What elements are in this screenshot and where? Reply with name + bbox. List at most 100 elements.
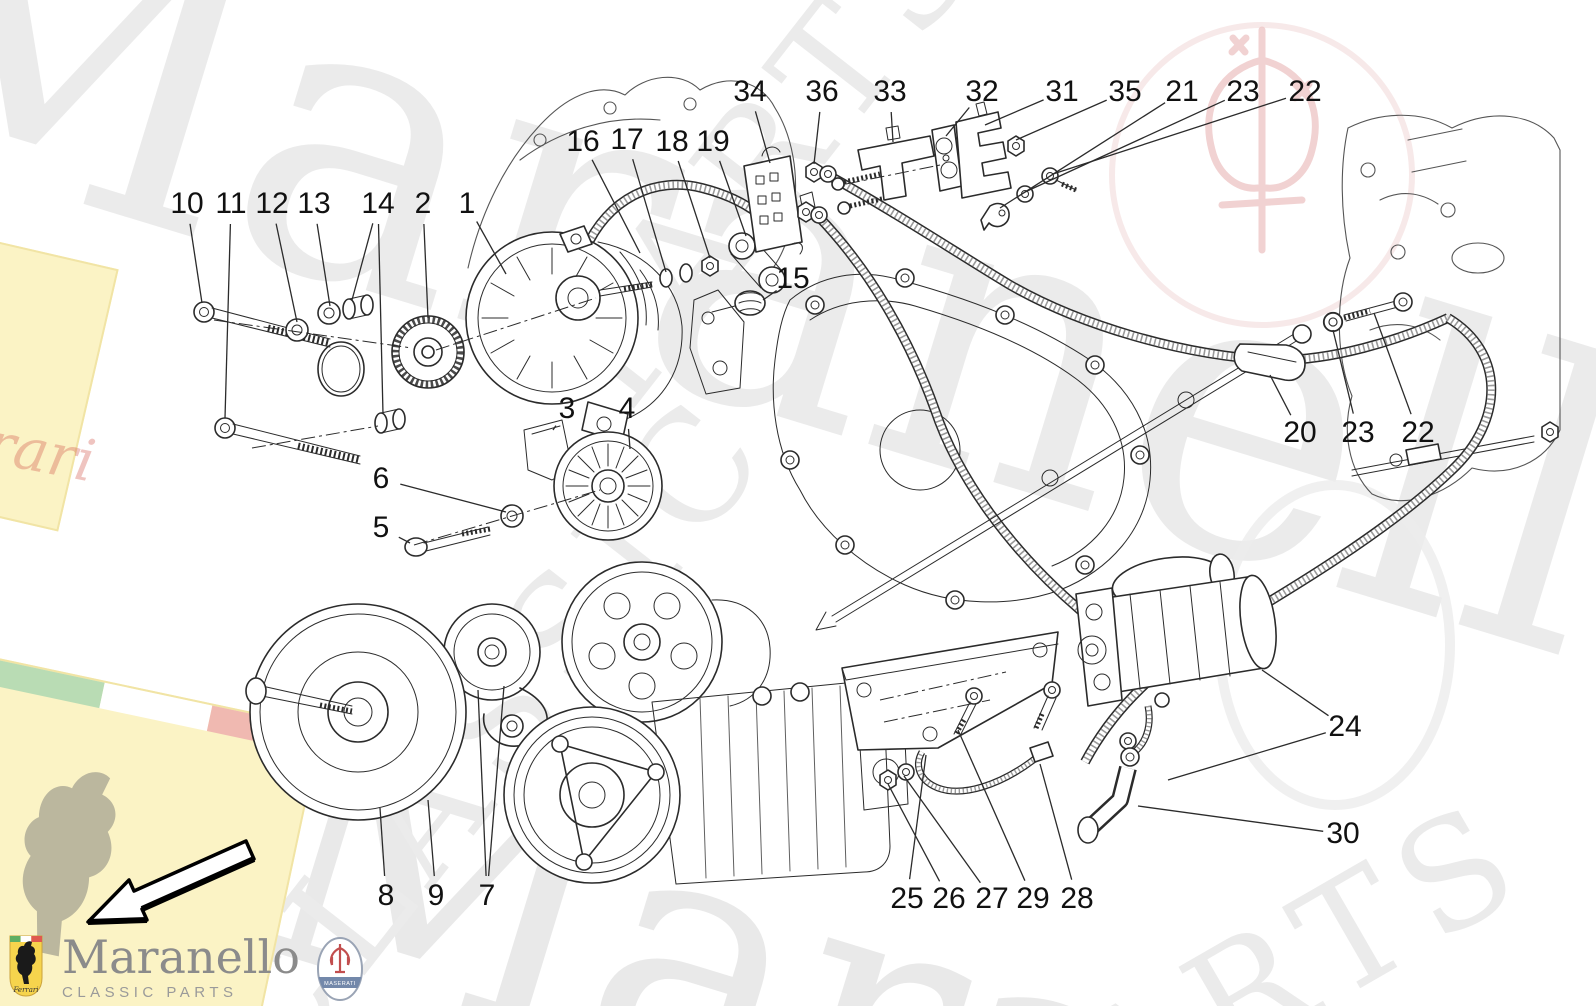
callout-25[interactable]: 25 bbox=[890, 882, 924, 915]
bracket-33 bbox=[831, 125, 935, 215]
leader-line-1 bbox=[476, 221, 507, 275]
callout-18[interactable]: 18 bbox=[655, 125, 689, 158]
callout-23[interactable]: 23 bbox=[1341, 416, 1375, 449]
leader-line-27 bbox=[903, 775, 981, 884]
spacer-14a bbox=[342, 294, 374, 320]
dipstick-rod bbox=[815, 324, 1312, 631]
ac-compressor bbox=[503, 677, 909, 885]
leader-line-34 bbox=[754, 111, 771, 164]
callout-27[interactable]: 27 bbox=[975, 882, 1009, 915]
grommet-15 bbox=[711, 290, 766, 316]
leader-line-11 bbox=[224, 223, 232, 419]
leader-line-16 bbox=[591, 159, 641, 254]
leader-line-7 bbox=[487, 685, 505, 877]
leader-line-21 bbox=[999, 102, 1166, 209]
spacer-14b bbox=[374, 408, 406, 434]
callout-22[interactable]: 22 bbox=[1288, 75, 1322, 108]
leader-line-8 bbox=[379, 807, 386, 877]
brand-name: Maranello bbox=[62, 930, 300, 984]
link-bracket-19 bbox=[728, 232, 786, 294]
leader-line-23 bbox=[1024, 99, 1226, 193]
maranello-logo[interactable]: Ferrari Maranello CLASSIC PARTS MASERATI bbox=[8, 934, 364, 1002]
callout-34[interactable]: 34 bbox=[733, 75, 767, 108]
callout-21[interactable]: 21 bbox=[1165, 75, 1199, 108]
callout-22[interactable]: 22 bbox=[1401, 416, 1435, 449]
callout-26[interactable]: 26 bbox=[932, 882, 966, 915]
callout-23[interactable]: 23 bbox=[1226, 75, 1260, 108]
mounting-bracket-25 bbox=[841, 631, 1059, 751]
leader-line-19 bbox=[718, 160, 747, 237]
leader-line-10 bbox=[189, 223, 203, 304]
callout-13[interactable]: 13 bbox=[297, 187, 331, 220]
washer-13 bbox=[317, 301, 341, 325]
leader-line-29 bbox=[957, 729, 1026, 881]
callout-31[interactable]: 31 bbox=[1045, 75, 1079, 108]
callout-30[interactable]: 30 bbox=[1326, 817, 1360, 850]
callout-10[interactable]: 10 bbox=[170, 187, 204, 220]
washer-12 bbox=[285, 318, 309, 342]
callout-14[interactable]: 14 bbox=[361, 187, 395, 220]
callout-28[interactable]: 28 bbox=[1060, 882, 1094, 915]
leader-line-17 bbox=[632, 159, 667, 273]
bolt-28 bbox=[1033, 681, 1061, 731]
leader-line-32 bbox=[945, 107, 970, 137]
callout-1[interactable]: 1 bbox=[458, 187, 476, 220]
leader-line-28 bbox=[1039, 763, 1073, 880]
callout-11[interactable]: 11 bbox=[215, 187, 247, 220]
callout-17[interactable]: 17 bbox=[610, 123, 644, 156]
callout-7[interactable]: 7 bbox=[478, 879, 496, 912]
leader-line-3 bbox=[552, 425, 557, 431]
callout-9[interactable]: 9 bbox=[427, 879, 445, 912]
leader-line-31 bbox=[984, 99, 1044, 126]
leader-line-4 bbox=[627, 428, 631, 450]
callout-33[interactable]: 33 bbox=[873, 75, 907, 108]
callout-20[interactable]: 20 bbox=[1283, 416, 1317, 449]
leader-line-2 bbox=[423, 223, 429, 319]
leader-line-20 bbox=[1269, 374, 1292, 416]
leader-line-9 bbox=[427, 799, 435, 877]
callout-12[interactable]: 12 bbox=[255, 187, 289, 220]
bracket-31 bbox=[955, 101, 1012, 199]
svg-text:Ferrari: Ferrari bbox=[12, 986, 38, 994]
leader-line-15 bbox=[762, 289, 777, 301]
bolt-29 bbox=[953, 687, 983, 737]
callout-19[interactable]: 19 bbox=[696, 125, 730, 158]
callout-3[interactable]: 3 bbox=[558, 392, 576, 425]
callout-35[interactable]: 35 bbox=[1108, 75, 1142, 108]
starter-motor bbox=[1075, 553, 1277, 708]
callout-29[interactable]: 29 bbox=[1016, 882, 1050, 915]
callout-2[interactable]: 2 bbox=[414, 187, 432, 220]
terminal-block-34 bbox=[743, 146, 817, 255]
leader-line-12 bbox=[275, 223, 298, 323]
assembly-axis-lines bbox=[213, 164, 941, 546]
callout-36[interactable]: 36 bbox=[805, 75, 839, 108]
leader-line-18 bbox=[677, 160, 711, 259]
leader-line-33 bbox=[890, 111, 894, 143]
callout-16[interactable]: 16 bbox=[566, 125, 600, 158]
cable-ring-terminals bbox=[810, 165, 837, 224]
callout-24[interactable]: 24 bbox=[1328, 710, 1362, 743]
maserati-oval-icon: MASERATI bbox=[316, 937, 363, 1001]
elbow-fitting-30 bbox=[1077, 732, 1140, 844]
callout-5[interactable]: 5 bbox=[372, 511, 390, 544]
callout-6[interactable]: 6 bbox=[372, 462, 390, 495]
leader-line-24 bbox=[1167, 732, 1326, 781]
plate-32 bbox=[931, 124, 963, 192]
callout-15[interactable]: 15 bbox=[776, 262, 810, 295]
callout-32[interactable]: 32 bbox=[965, 75, 999, 108]
callout-8[interactable]: 8 bbox=[377, 879, 395, 912]
leader-line-5 bbox=[398, 536, 411, 544]
leader-line-26 bbox=[887, 783, 941, 882]
shaft-washers-17-18 bbox=[659, 255, 719, 288]
leader-line-14 bbox=[351, 223, 374, 301]
starter-cable bbox=[915, 705, 1153, 795]
leader-line-13 bbox=[316, 223, 331, 307]
alternator bbox=[465, 225, 683, 443]
leader-line-35 bbox=[1015, 99, 1107, 141]
leader-line-23 bbox=[1332, 329, 1354, 414]
callout-4[interactable]: 4 bbox=[618, 392, 636, 425]
idler-pulley-4 bbox=[553, 431, 663, 541]
